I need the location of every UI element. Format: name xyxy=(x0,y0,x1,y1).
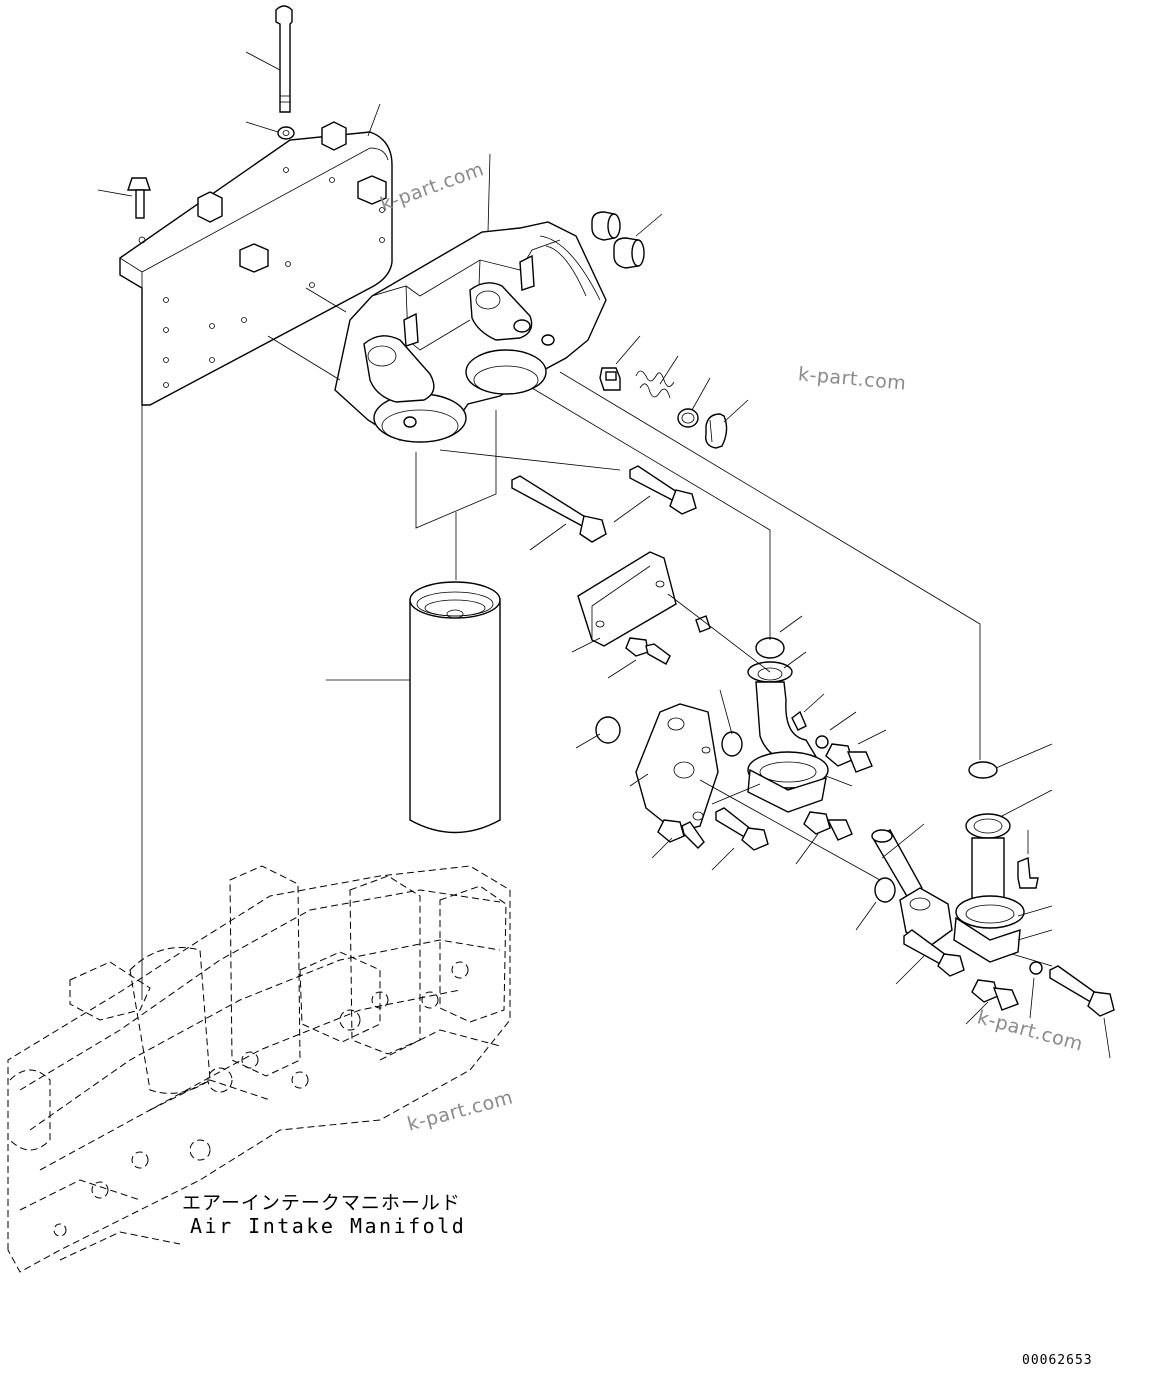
oil-filter xyxy=(409,581,501,834)
manifold-label-english: Air Intake Manifold xyxy=(190,1214,467,1238)
mounting-bracket xyxy=(119,121,393,406)
head-bolts xyxy=(511,465,697,543)
relief-valve-parts xyxy=(599,367,728,449)
tube-and-elbow xyxy=(871,829,953,947)
lower-bolts xyxy=(657,735,1115,1017)
caps xyxy=(591,211,645,269)
drawing-number: 00062653 xyxy=(1022,1353,1093,1368)
filter-head xyxy=(334,221,607,443)
oil-pipe-1 xyxy=(747,637,829,813)
oil-pipe-2 xyxy=(953,761,1039,963)
adapter-block xyxy=(595,703,743,833)
manifold-label-japanese: エアーインテークマニホールド xyxy=(182,1192,461,1214)
flange-bolt-left xyxy=(127,177,151,219)
long-bolt xyxy=(275,5,295,140)
lower-bracket xyxy=(577,551,711,665)
air-intake-manifold xyxy=(7,865,511,1273)
leader-lines xyxy=(97,51,1111,1059)
